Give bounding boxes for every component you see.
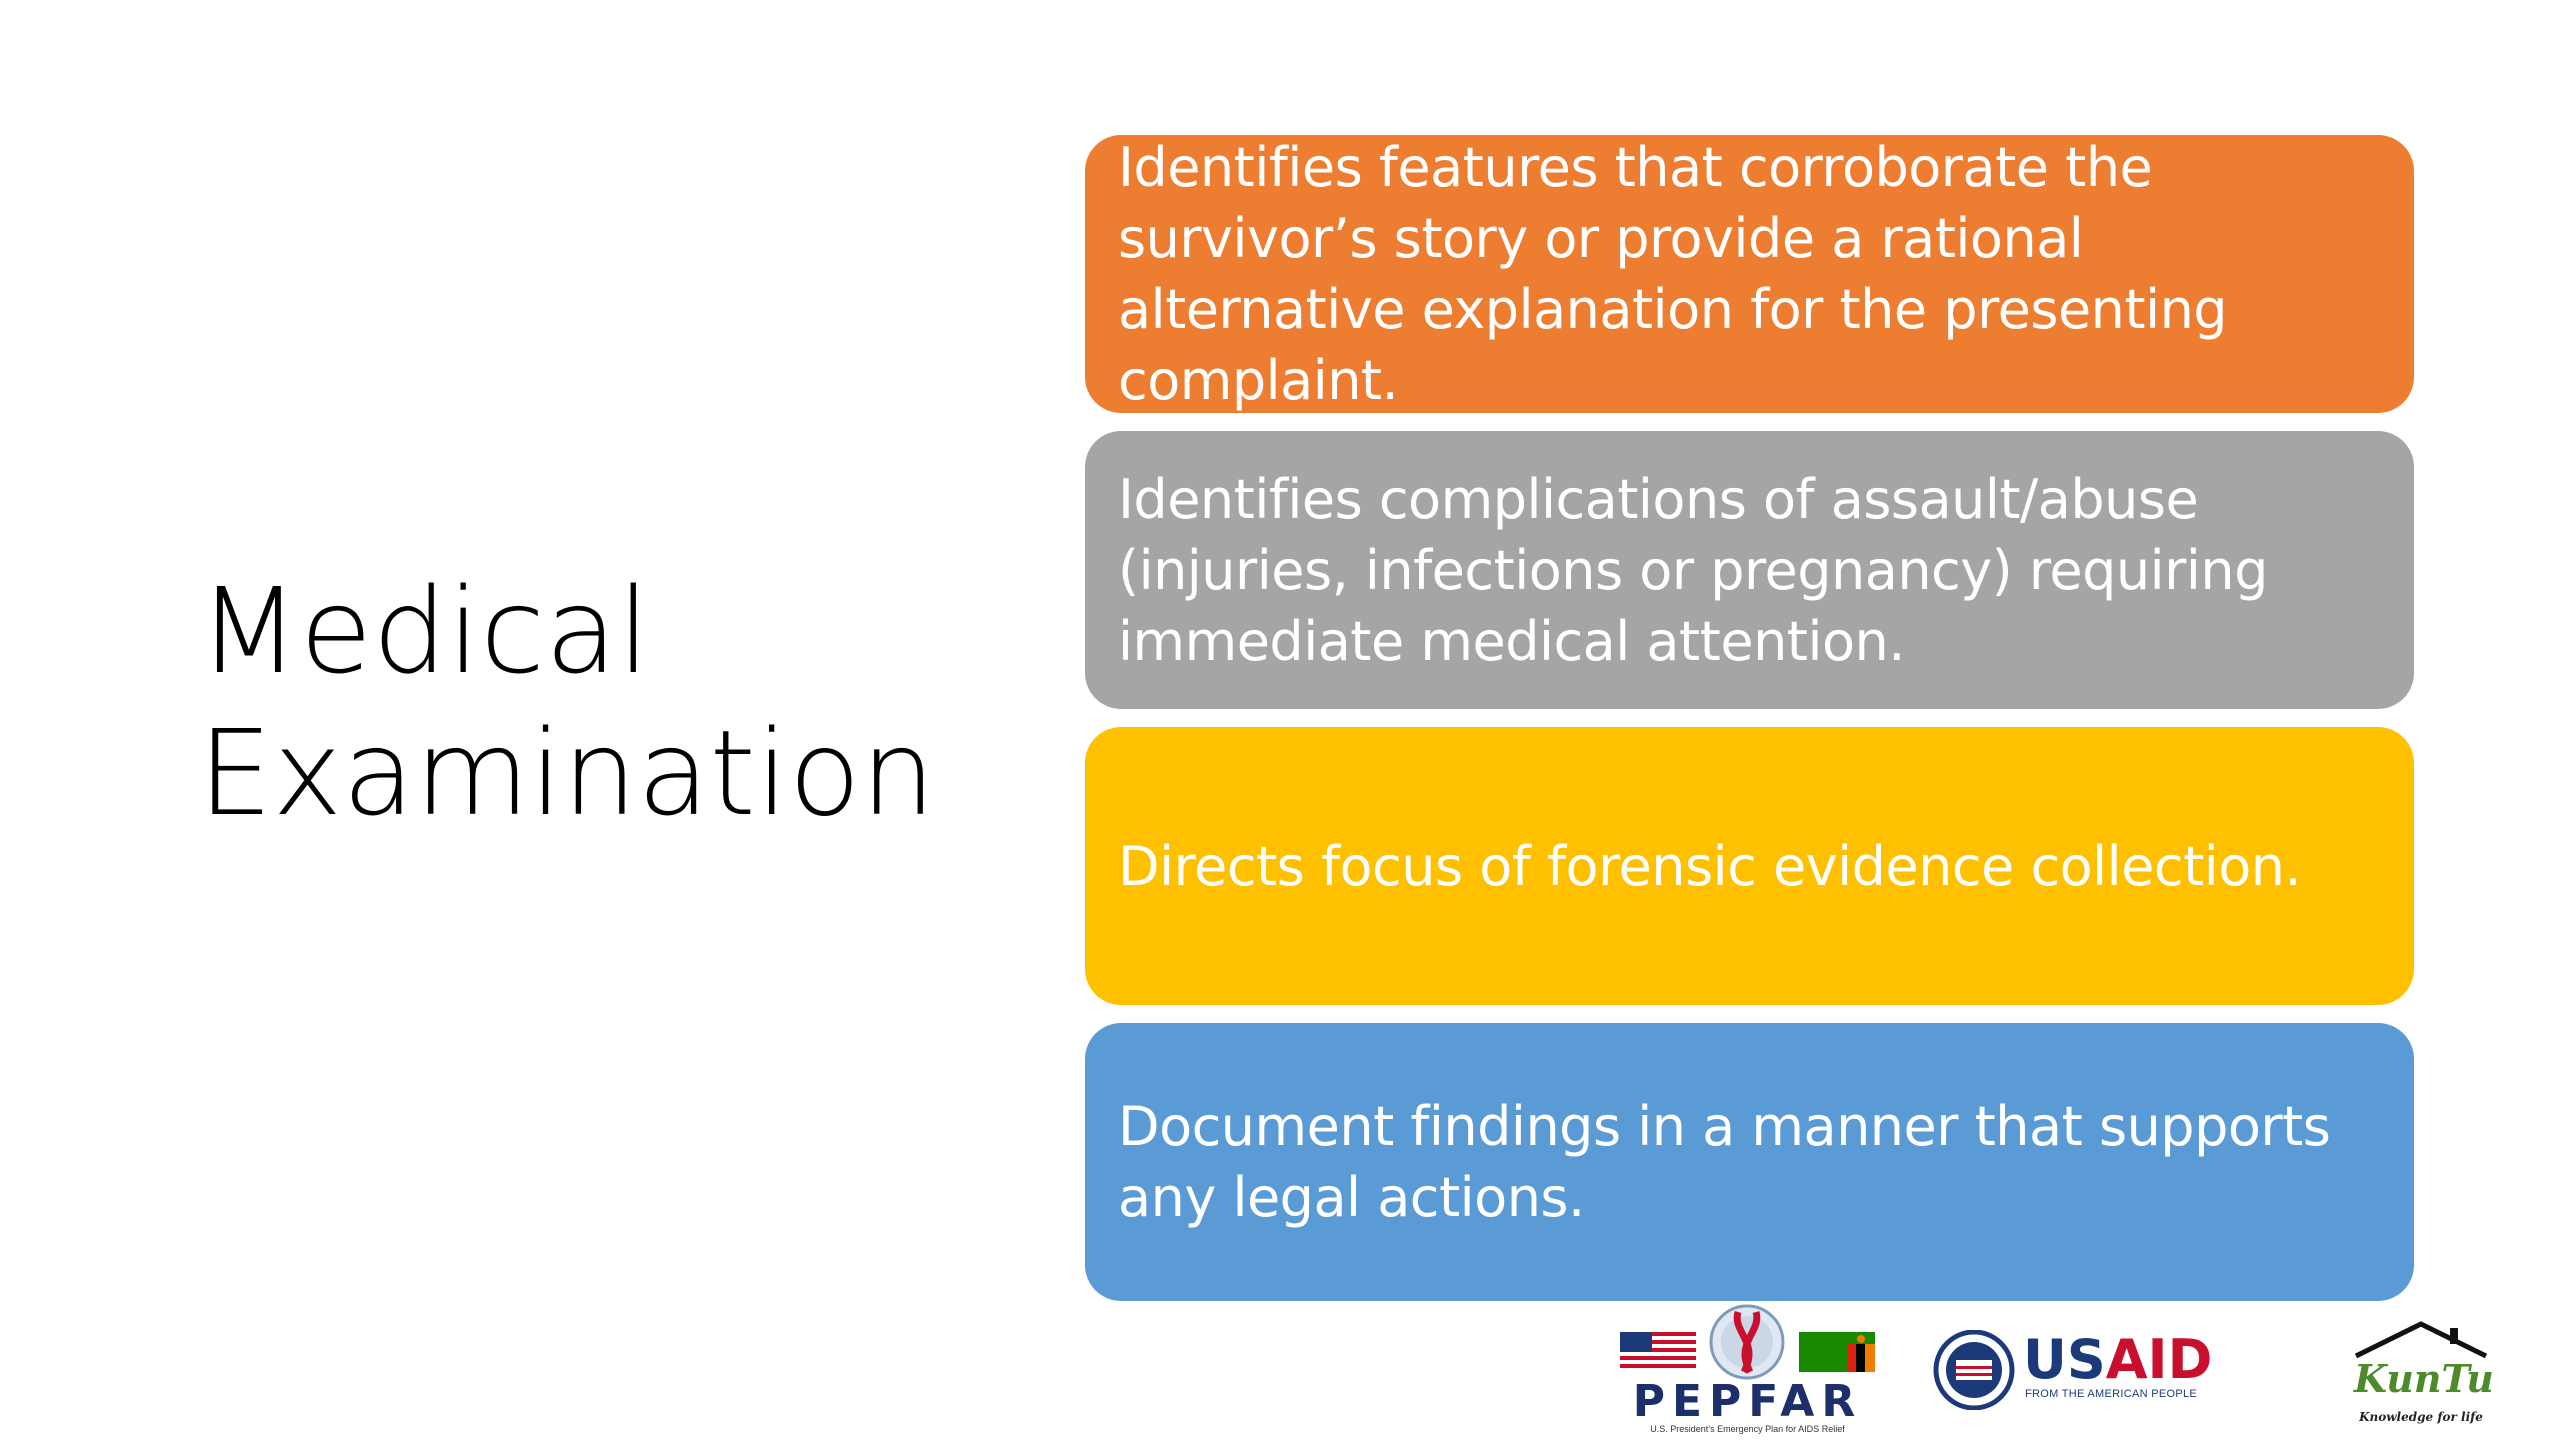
point-text: Document findings in a manner that suppo… <box>1118 1095 2331 1229</box>
title-line-2: Examination <box>198 704 936 842</box>
slide-title: Medical Examination <box>198 560 958 844</box>
usaid-wordmark-aid: AID <box>2105 1328 2213 1391</box>
title-line-1: Medical <box>198 562 651 700</box>
point-text: Identifies features that corroborate the… <box>1118 136 2228 412</box>
house-roof-icon <box>2354 1321 2488 1359</box>
pepfar-logo: PEPFAR U.S. President’s Emergency Plan f… <box>1620 1302 1875 1434</box>
kuntu-logo: KunTu Knowledge for life <box>2346 1318 2496 1436</box>
point-box-corroborate: Identifies features that corroborate the… <box>1085 135 2414 413</box>
pepfar-subtitle: U.S. President’s Emergency Plan for AIDS… <box>1650 1424 1845 1434</box>
point-box-document: Document findings in a manner that suppo… <box>1085 1023 2414 1301</box>
usaid-wordmark-us: US <box>2023 1328 2106 1391</box>
kuntu-wordmark: KunTu <box>2354 1356 2494 1401</box>
point-box-complications: Identifies complications of assault/abus… <box>1085 431 2414 709</box>
pepfar-emblem-icon <box>1620 1304 1875 1380</box>
kuntu-subtitle: Knowledge for life <box>2359 1410 2483 1424</box>
point-box-forensic: Directs focus of forensic evidence colle… <box>1085 727 2414 1005</box>
usaid-wordmark: USAID <box>2023 1330 2212 1390</box>
usaid-logo: USAID FROM THE AMERICAN PEOPLE <box>1928 1329 2238 1411</box>
point-text: Directs focus of forensic evidence colle… <box>1118 834 2302 898</box>
usaid-subtitle: FROM THE AMERICAN PEOPLE <box>2025 1388 2198 1400</box>
point-text: Identifies complications of assault/abus… <box>1118 467 2268 673</box>
usaid-seal-icon <box>1933 1329 2015 1411</box>
pepfar-wordmark: PEPFAR <box>1632 1376 1863 1427</box>
